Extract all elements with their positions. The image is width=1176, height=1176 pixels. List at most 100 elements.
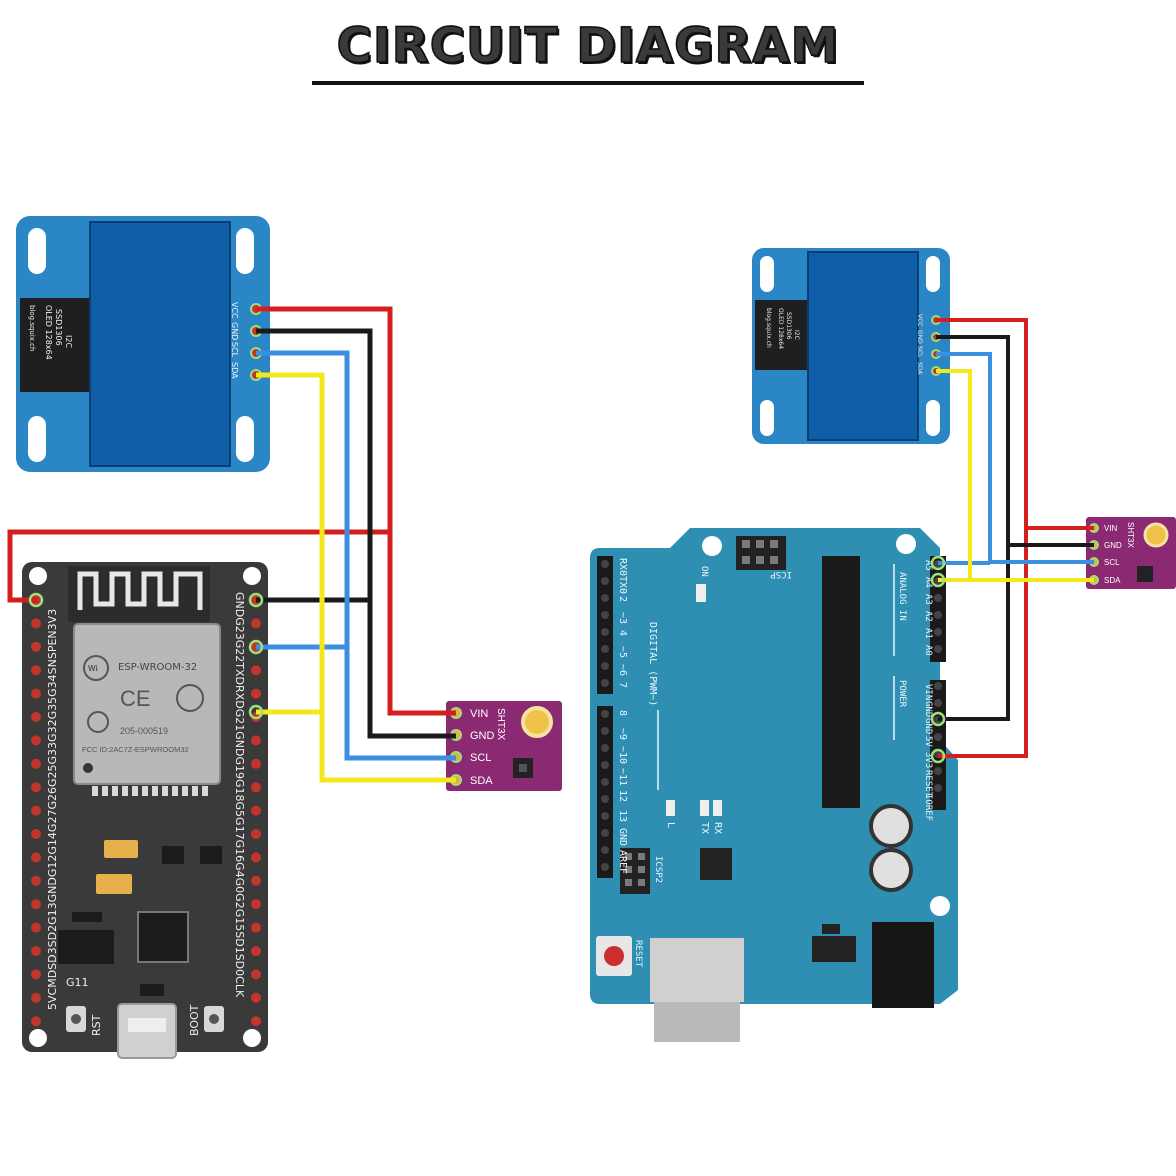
oled-left-screen	[89, 221, 231, 467]
arduino-uno: RESET ICSP ICSP2 ON	[590, 528, 958, 1042]
wire-left-vcc-sensor	[387, 532, 456, 716]
oled-right-pin-vcc: VCC	[916, 314, 923, 326]
esp32-right-pin-hole-8	[251, 782, 261, 793]
uno-digital-top-hole-2	[601, 594, 609, 602]
esp32-left-pin-hole-17	[31, 992, 41, 1003]
uno-analog-hole-4	[934, 628, 942, 636]
svg-text:OLED 128x64: OLED 128x64	[44, 305, 53, 360]
connected-pin-marker-3	[248, 704, 264, 720]
uno-analog-hole-5	[934, 645, 942, 653]
svg-text:I2C: I2C	[64, 335, 73, 348]
uno-digital-top-hole-0	[601, 560, 609, 568]
esp32-left-header	[31, 595, 41, 1027]
oled-display-right: OLED 128x64 SSD1306 I2C blog.squix.ch VC…	[752, 248, 950, 444]
esp32-left-pin-hole-1	[31, 618, 41, 629]
uno-on-label: ON	[699, 566, 709, 577]
rst-label: RST	[90, 1014, 103, 1036]
svg-text:I2C: I2C	[793, 330, 800, 340]
esp32-right-pin-labels: GNDG23G22TXDRXDG21GNDG19G18G5G17G16G4G0G…	[233, 592, 246, 998]
uno-power-hole-3	[934, 733, 942, 741]
esp32-devkit: Wi ESP-WROOM-32 CE 205-000519 FCC ID:2AC…	[22, 562, 268, 1059]
uno-power-label: POWER	[897, 680, 907, 708]
esp32-right-pin-hole-17	[251, 992, 261, 1003]
esp32-left-pin-labels: 5VCMDSD3SD2G13GNDG12G14G27G26G25G33G32G3…	[46, 609, 59, 1010]
uno-digital-top-labels: RX0 TX0 2 ~3 4 ~5 ~6 7	[617, 558, 628, 688]
esp32-module-shield	[73, 623, 221, 785]
oled-right-pin-sda: SDA	[916, 362, 923, 375]
sensor-right-pin-vin: VIN	[1104, 524, 1118, 533]
esp32-left-pin-hole-3	[31, 665, 41, 676]
uno-pcb	[590, 528, 958, 1004]
page-title: CIRCUIT DIAGRAM	[336, 17, 840, 75]
uno-digital-bottom-hole-4	[601, 778, 609, 786]
esp32-left-pin-hole-4	[31, 688, 41, 699]
oled-right-pin-gnd: GND	[916, 330, 923, 344]
sensor-right-pin-scl: SCL	[1104, 558, 1120, 567]
sht3x-sensor-left: SHT3X VIN GND SCL SDA	[446, 701, 562, 791]
wire-left-sda	[256, 372, 456, 783]
uno-digital-bottom-hole-8	[601, 846, 609, 854]
esp32-right-pin-hole-3	[251, 665, 261, 676]
uno-analog-hole-3	[934, 611, 942, 619]
wire-right-gnd	[936, 335, 1010, 721]
uno-capacitor	[869, 848, 913, 892]
esp32-right-pin-hole-18	[251, 1016, 261, 1027]
uno-digital-header-top	[597, 556, 613, 694]
uno-power-pin-labels: VIN GND GND 5V 3V3 RESET IOREF	[923, 684, 933, 821]
wifi-logo-icon	[83, 655, 109, 681]
esp32-left-pin-hole-16	[31, 969, 41, 980]
connected-pin-marker-6	[930, 711, 946, 727]
esp32-right-pin-hole-16	[251, 969, 261, 980]
title-underline	[312, 81, 864, 85]
oled-right-label: OLED 128x64 SSD1306 I2C blog.squix.ch	[765, 308, 800, 349]
oled-right-pin-scl: SCL	[916, 346, 923, 358]
oled-left-mount-hole	[28, 416, 46, 462]
oled-left-mount-hole	[28, 228, 46, 274]
esp32-left-pin-hole-2	[31, 641, 41, 652]
svg-text:blog.squix.ch: blog.squix.ch	[28, 305, 36, 351]
uno-analog-label: ANALOG IN	[897, 572, 907, 621]
connected-pin-marker-7	[930, 748, 946, 764]
oled-left-ribbon	[20, 298, 92, 392]
uno-digital-bottom-hole-3	[601, 761, 609, 769]
wire-right-vcc	[936, 318, 1028, 758]
oled-left-pin-gnd: GND	[230, 322, 239, 340]
esp32-left-pin-hole-9	[31, 805, 41, 816]
uno-power-hole-1	[934, 699, 942, 707]
uno-digital-top-hole-3	[601, 611, 609, 619]
esp32-right-pin-hole-6	[251, 735, 261, 746]
uno-digital-header-bottom	[597, 706, 613, 878]
esp32-right-pin-hole-9	[251, 805, 261, 816]
sensor-right-pin-gnd: GND	[1104, 541, 1122, 550]
wires-left	[7, 306, 456, 783]
oled-left-pin-sda: SDA	[230, 362, 239, 379]
uno-digital-label: DIGITAL (PWM~)	[647, 622, 658, 706]
sensor-left-pin-scl: SCL	[470, 752, 491, 764]
uno-digital-bottom-hole-6	[601, 812, 609, 820]
oled-left-mount-hole	[236, 416, 254, 462]
wire-right-scl	[936, 352, 1094, 564]
uno-digital-top-hole-7	[601, 679, 609, 687]
esp32-right-pin-hole-15	[251, 946, 261, 956]
svg-text:SSD1306: SSD1306	[54, 309, 63, 346]
connected-pin-marker-5	[930, 572, 946, 588]
wire-left-scl	[256, 350, 456, 761]
esp32-left-pin-hole-7	[31, 758, 41, 769]
esp32-left-pin-hole-6	[31, 735, 41, 746]
uno-analog-header	[930, 556, 946, 662]
uno-analog-hole-2	[934, 594, 942, 602]
esp32-left-pin-hole-15	[31, 946, 41, 956]
uno-digital-top-hole-1	[601, 577, 609, 585]
uno-icsp2-label: ICSP2	[653, 856, 663, 883]
uno-digital-bottom-hole-5	[601, 795, 609, 803]
sensor-right-name: SHT3X	[1126, 522, 1135, 548]
ce-mark-icon: CE	[120, 686, 151, 711]
wires-right	[936, 318, 1094, 758]
esp32-left-pin-hole-18	[31, 1016, 41, 1027]
svg-text:Wi: Wi	[88, 664, 98, 673]
uno-capacitor	[869, 804, 913, 848]
uno-digital-top-hole-5	[601, 645, 609, 653]
uno-power-hole-6	[934, 784, 942, 792]
uno-l-label: L	[665, 822, 676, 828]
connected-pin-marker-4	[930, 555, 946, 571]
